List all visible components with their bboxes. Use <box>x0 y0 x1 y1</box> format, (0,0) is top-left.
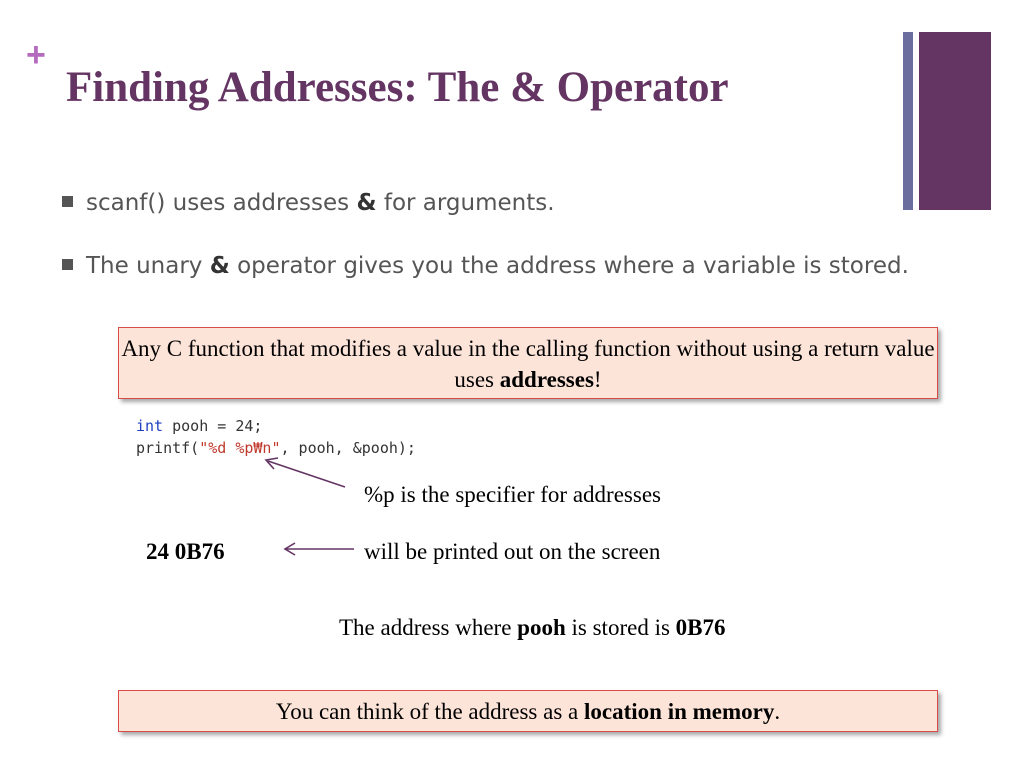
bullet-text: scanf() uses addresses & for arguments. <box>86 190 555 216</box>
square-bullet-icon <box>62 259 73 270</box>
bullet-item-scanf: scanf() uses addresses & for arguments. <box>62 186 555 220</box>
output-value: 24 0B76 <box>146 539 225 564</box>
decorative-bar-thick <box>919 32 991 210</box>
arrow-to-output <box>283 542 354 556</box>
bullet-item-unary-operator: The unary & operator gives you the addre… <box>62 249 922 283</box>
decorative-bar-thin <box>903 32 913 210</box>
callout-location-in-memory: You can think of the address as a locati… <box>118 690 938 732</box>
plus-icon: + <box>26 36 46 74</box>
address-note: The address where pooh is stored is 0B76 <box>339 615 726 640</box>
square-bullet-icon <box>62 196 73 207</box>
code-line-printf: printf("%d %p₩n", pooh, &pooh); <box>136 439 416 457</box>
specifier-note: %p is the specifier for addresses <box>364 482 661 507</box>
slide-title: Finding Addresses: The & Operator <box>66 64 729 111</box>
code-line-declaration: int pooh = 24; <box>136 417 263 435</box>
callout-addresses: Any C function that modifies a value in … <box>118 327 938 399</box>
arrow-to-specifier <box>264 457 346 488</box>
printed-note: will be printed out on the screen <box>364 539 661 564</box>
bullet-text: The unary & operator gives you the addre… <box>86 253 909 279</box>
